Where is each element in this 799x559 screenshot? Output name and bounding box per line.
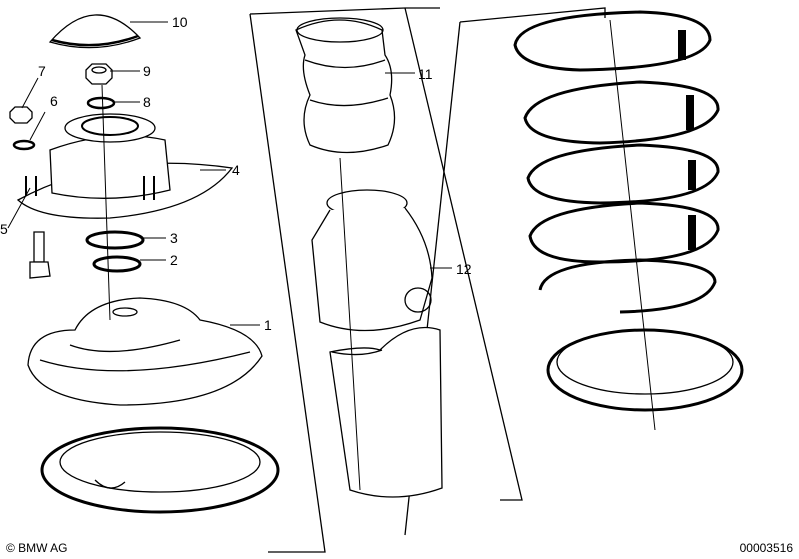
- callout-6: 6: [50, 93, 58, 109]
- callout-5: 5: [0, 221, 8, 237]
- leader-lines: [7, 19, 656, 491]
- callout-10: 10: [172, 14, 188, 30]
- washer-6: [12, 139, 36, 151]
- washer-3: [85, 230, 145, 250]
- callout-8: 8: [143, 94, 151, 110]
- bump-stop-11: [295, 17, 396, 154]
- coil-spring: [513, 10, 720, 314]
- bolt-5: [29, 231, 51, 279]
- callout-9: 9: [143, 63, 151, 79]
- support-bearing-4: [16, 113, 234, 219]
- callout-4: 4: [232, 162, 240, 178]
- callout-7: 7: [38, 63, 46, 79]
- protective-tube: [329, 326, 443, 498]
- spring-seat-ring: [546, 328, 744, 412]
- dome-cap-10: [48, 14, 142, 49]
- copyright-brand: © BMW AG: [6, 541, 68, 555]
- spring-pad: [40, 426, 280, 514]
- nut-9: [85, 63, 113, 85]
- callout-3: 3: [170, 230, 178, 246]
- callout-2: 2: [170, 252, 178, 268]
- washer-8: [86, 96, 116, 110]
- nut-7: [9, 106, 33, 124]
- callout-1: 1: [264, 317, 272, 333]
- document-number: 00003516: [739, 541, 793, 555]
- strut-mount-1: [27, 297, 263, 406]
- dust-boot-12: [311, 189, 433, 332]
- callout-11: 11: [418, 66, 433, 82]
- washer-2: [92, 255, 142, 273]
- callout-12: 12: [456, 261, 472, 277]
